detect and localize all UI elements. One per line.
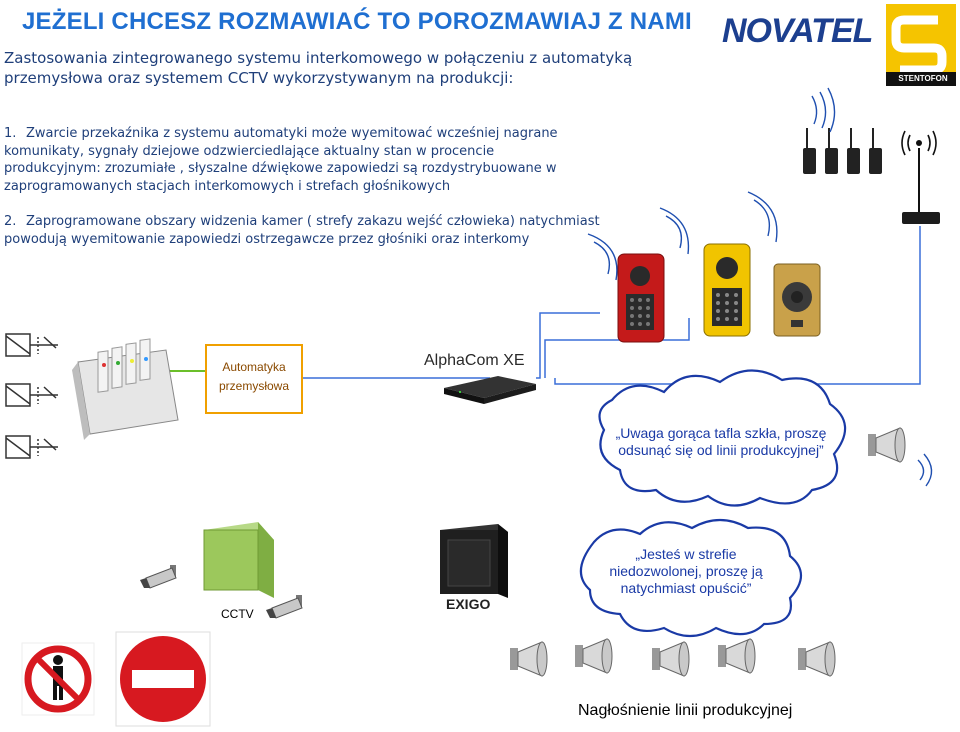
automation-label-line-1: Automatyka — [222, 360, 286, 374]
horn-speaker-2 — [575, 638, 613, 674]
intercom-yellow-icon — [703, 243, 751, 337]
exigo-logo: EXIGO — [446, 596, 491, 612]
relay-1 — [5, 333, 58, 357]
point-2-number: 2. — [4, 214, 17, 229]
horn-speakers-row — [510, 638, 836, 677]
no-entry-sign-icon — [115, 631, 211, 727]
relay-3 — [5, 435, 58, 459]
alphacom-device-icon — [444, 376, 536, 404]
relay-2 — [5, 383, 58, 407]
point-2: 2.Zaprogramowane obszary widzenia kamer … — [4, 213, 624, 248]
horn-speaker-5 — [798, 641, 836, 677]
connector-to-yellow-intercom — [544, 318, 690, 378]
horn-speaker-right-icon — [868, 427, 906, 463]
camera-2 — [266, 595, 303, 619]
automation-label-line-2: przemysłowa — [218, 379, 290, 393]
horn-speaker-3 — [652, 641, 690, 677]
page-subtitle: Zastosowania zintegrowanego systemu inte… — [4, 49, 633, 87]
relay-symbols — [5, 333, 58, 459]
horn-speaker-1 — [510, 641, 548, 677]
stentofon-logo — [886, 4, 956, 86]
page-title: JEŻELI CHCESZ ROZMAWIAĆ TO POROZMAWIAJ Z… — [22, 8, 692, 35]
point-1-number: 1. — [4, 126, 17, 141]
exigo-cabinet-icon — [440, 524, 508, 598]
point-2-text: Zaprogramowane obszary widzenia kamer ( … — [4, 214, 600, 247]
speaker-station-icon — [773, 263, 821, 337]
cctv-cube-icon — [203, 522, 274, 598]
cloud-2-text: „Jesteś w strefie niedozwolonej, proszę … — [609, 546, 763, 596]
alphacom-label: AlphaCom XE — [424, 352, 525, 369]
camera-icons — [140, 565, 303, 619]
radio-icons — [803, 128, 882, 174]
connector-to-red-intercom — [536, 312, 600, 379]
signal-waves — [587, 87, 933, 487]
plc-module-icon — [72, 338, 179, 440]
radio-4 — [869, 128, 882, 174]
automation-label: Automatyka przemysłowa — [205, 358, 303, 396]
cloud-1-shape — [598, 369, 847, 507]
radio-3 — [847, 128, 860, 174]
stentofon-logo-text: STENTOFON — [898, 74, 948, 83]
camera-1 — [140, 565, 177, 589]
no-entry-person-sign-icon — [21, 642, 95, 716]
wireless-access-point-icon — [901, 130, 940, 224]
cloud-2-shape — [579, 518, 803, 638]
cctv-label: CCTV — [221, 607, 254, 621]
novatel-logo: NOVATEL — [722, 12, 873, 50]
automation-box — [205, 344, 303, 414]
horn-speaker-4 — [718, 638, 756, 674]
point-1: 1.Zwarcie przekaźnika z systemu automaty… — [4, 125, 594, 195]
cloud-1-text: „Uwaga gorąca tafla szkła, proszę odsuną… — [615, 425, 827, 458]
point-1-text: Zwarcie przekaźnika z systemu automatyki… — [4, 126, 558, 194]
intercom-red-icon — [617, 253, 665, 343]
radio-2 — [825, 128, 838, 174]
line-speakers-label: Nagłośnienie linii produkcyjnej — [578, 702, 793, 719]
radio-1 — [803, 128, 816, 174]
